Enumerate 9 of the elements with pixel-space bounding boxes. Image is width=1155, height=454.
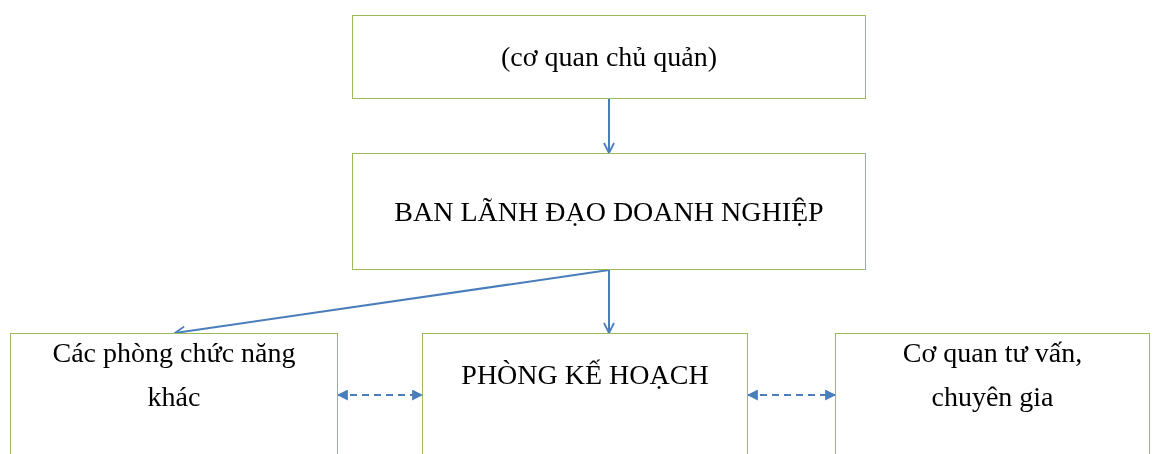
leadership-box: BAN LÃNH ĐẠO DOANH NGHIỆP bbox=[352, 153, 866, 270]
arrow bbox=[603, 98, 615, 154]
planning-box: PHÒNG KẾ HOẠCH bbox=[422, 333, 748, 454]
agency-box: (cơ quan chủ quản) bbox=[352, 15, 866, 99]
consultant-box: Cơ quan tư vấn, chuyên gia bbox=[835, 333, 1150, 454]
department-box: Các phòng chức năng khác bbox=[10, 333, 338, 454]
arrow bbox=[336, 389, 424, 401]
arrow bbox=[603, 269, 615, 334]
arrow bbox=[746, 389, 837, 401]
